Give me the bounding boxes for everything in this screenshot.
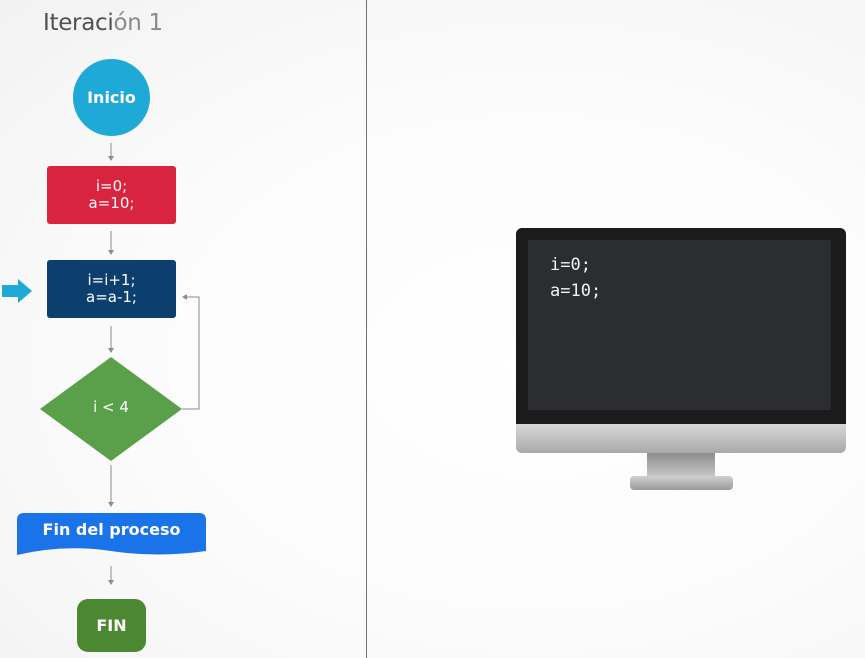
- output-line-2: a=10;: [550, 281, 602, 301]
- loop-back-connector: [182, 296, 200, 410]
- arrowhead-loop: [182, 294, 187, 300]
- monitor-stand-base: [630, 476, 733, 490]
- monitor-stand-neck: [647, 453, 715, 477]
- condition-diamond: [40, 357, 182, 461]
- update-node: i=i+1; a=a-1;: [47, 260, 176, 318]
- start-node: Inicio: [73, 59, 150, 136]
- current-step-arrow-icon: [2, 279, 32, 303]
- init-line-2: a=10;: [88, 194, 135, 212]
- end-node: FIN: [77, 599, 146, 652]
- condition-label: i < 4: [93, 398, 129, 416]
- arrowhead-update: [108, 250, 114, 255]
- title-main: Iteraci: [43, 10, 114, 36]
- init-line-1: i=0;: [95, 177, 128, 195]
- start-label: Inicio: [87, 88, 136, 107]
- arrowhead-init: [108, 156, 114, 161]
- panel-divider: [366, 0, 367, 658]
- arrowhead-condition: [108, 348, 114, 353]
- init-node: i=0; a=10;: [47, 166, 176, 224]
- arrowhead-end: [108, 580, 114, 585]
- end-label: FIN: [96, 616, 127, 635]
- page-title: Iteración 1: [43, 10, 163, 36]
- arrowhead-process: [108, 502, 114, 507]
- update-line-1: i=i+1;: [87, 271, 136, 289]
- monitor-screen: [528, 240, 831, 410]
- monitor-chin: [516, 424, 846, 453]
- flowchart-connectors: [2, 143, 206, 585]
- process-end-shape: [17, 513, 206, 555]
- update-line-2: a=a-1;: [86, 288, 137, 306]
- title-iteration-number: ón 1: [113, 10, 163, 36]
- process-end-label: Fin del proceso: [42, 520, 181, 539]
- output-line-1: i=0;: [550, 255, 591, 275]
